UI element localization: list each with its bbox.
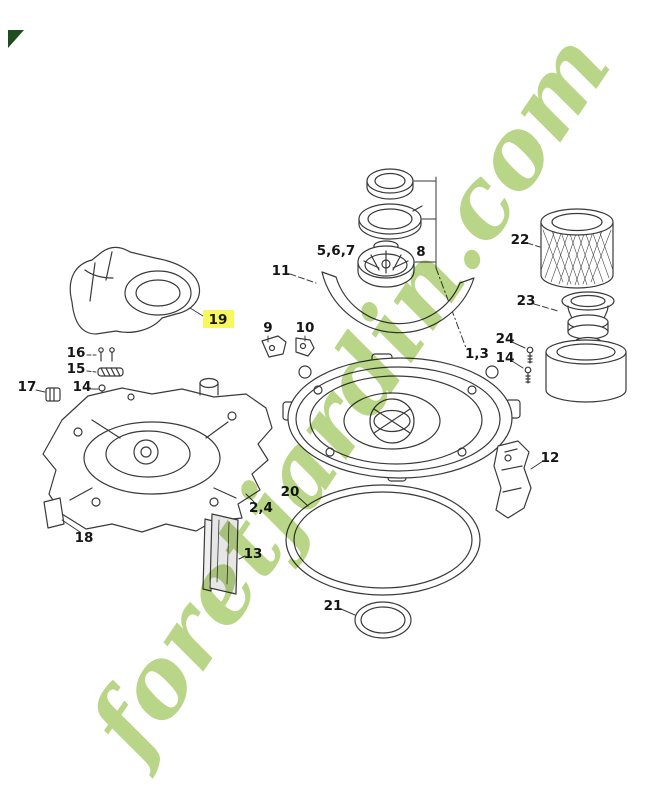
label-part-19: 19 xyxy=(209,312,228,328)
lever-10 xyxy=(295,335,315,357)
motor-turbine xyxy=(357,240,415,288)
label-part-14-left: 14 xyxy=(73,379,92,395)
flap-18 xyxy=(43,497,81,533)
oring-21 xyxy=(340,601,412,639)
label-part-11: 11 xyxy=(272,263,291,279)
band-clamp xyxy=(289,271,475,334)
housing-19 xyxy=(69,246,204,335)
bracket-8 xyxy=(413,176,467,349)
valve-stack xyxy=(533,291,615,348)
bracket-9 xyxy=(261,335,287,358)
clamp-ring xyxy=(358,203,423,240)
label-part-10: 10 xyxy=(296,320,315,336)
label-part-5-6-7: 5,6,7 xyxy=(317,243,355,259)
label-part-18: 18 xyxy=(75,530,94,546)
label-part-12: 12 xyxy=(541,450,560,466)
screw-24 xyxy=(511,341,534,364)
label-part-16: 16 xyxy=(67,345,86,361)
blade-13 xyxy=(202,513,246,595)
label-part-15: 15 xyxy=(67,361,86,377)
deck-2-4 xyxy=(42,377,273,533)
label-part-8: 8 xyxy=(416,244,425,260)
label-part-13: 13 xyxy=(244,546,263,562)
label-part-24: 24 xyxy=(496,331,515,347)
housing-1-3 xyxy=(282,353,521,482)
screws-16 xyxy=(86,347,115,362)
filter-cartridge xyxy=(526,208,614,289)
label-part-22: 22 xyxy=(511,232,530,248)
screw-14-right xyxy=(511,360,532,384)
spring-15 xyxy=(86,367,124,377)
label-part-20: 20 xyxy=(281,484,300,500)
oring-20 xyxy=(285,484,481,596)
label-part-21: 21 xyxy=(324,598,343,614)
label-part-14-right: 14 xyxy=(496,350,515,366)
label-part-1-3: 1,3 xyxy=(465,346,489,362)
label-19-highlight xyxy=(203,310,234,328)
seal-ring xyxy=(366,168,414,200)
cup-housing xyxy=(545,339,627,403)
corner-mark xyxy=(8,30,24,48)
label-part-23: 23 xyxy=(517,293,536,309)
latch-12 xyxy=(493,440,544,519)
label-part-2-4: 2,4 xyxy=(249,500,273,516)
label-part-9: 9 xyxy=(263,320,272,336)
part-17 xyxy=(35,387,61,402)
part-labels: 5,6,7 8 11 22 23 24 14 19 16 15 14 17 9 … xyxy=(18,232,560,614)
label-part-17: 17 xyxy=(18,379,37,395)
